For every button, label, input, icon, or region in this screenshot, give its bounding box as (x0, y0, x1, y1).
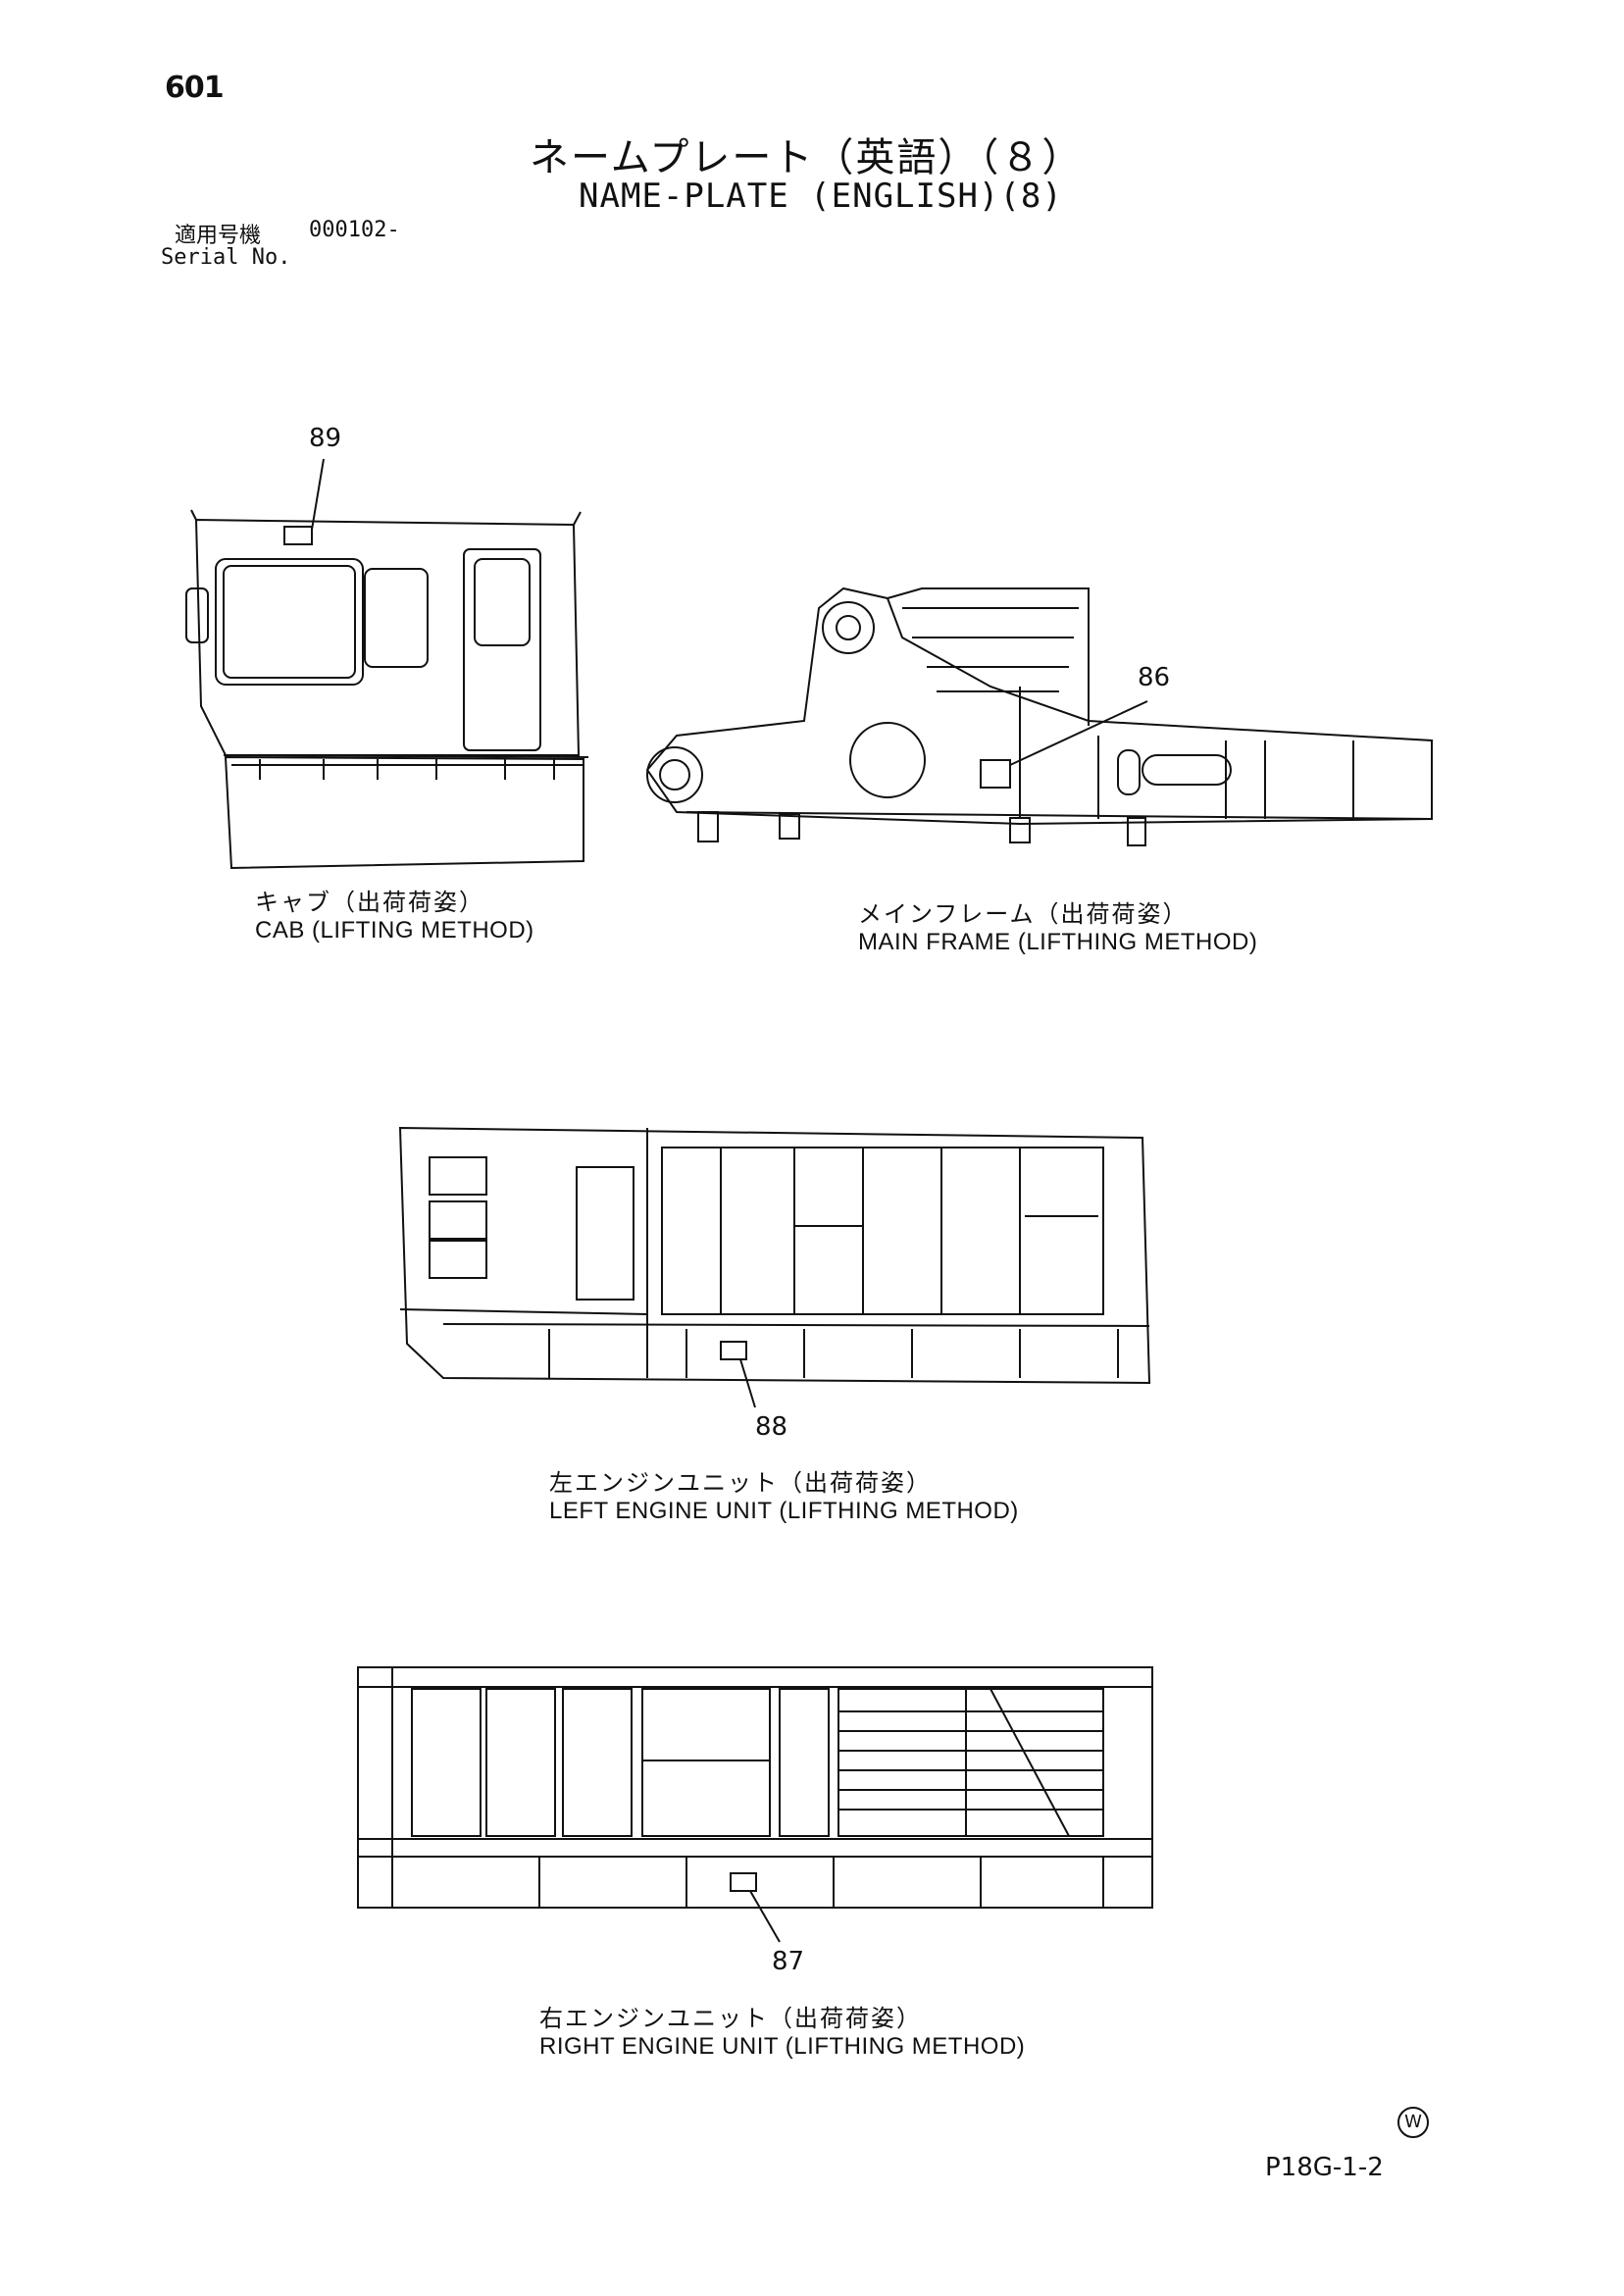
main-frame-drawing (647, 588, 1432, 845)
caption-right-engine-japanese: 右エンジンユニット（出荷荷姿） (539, 2005, 922, 2032)
page-number: 601 (165, 71, 225, 105)
main-frame-nameplate-86 (981, 760, 1010, 788)
caption-left-engine-japanese: 左エンジンユニット（出荷荷姿） (549, 1469, 932, 1497)
callout-left-engine: 88 (755, 1412, 788, 1442)
left-engine-nameplate-88 (721, 1342, 746, 1359)
serial-label-japanese: 適用号機 (175, 224, 262, 248)
document-code: P18G-1-2 (1265, 2153, 1384, 2182)
cab-nameplate-89 (284, 527, 312, 544)
caption-cab-english: CAB (LIFTING METHOD) (255, 917, 534, 944)
caption-main-frame-english: MAIN FRAME (LIFTHING METHOD) (858, 929, 1258, 955)
callout-main-frame: 86 (1138, 663, 1171, 692)
callout-cab: 89 (309, 424, 342, 453)
left-engine-unit-drawing (400, 1128, 1149, 1407)
serial-label-english: Serial No. (161, 245, 291, 270)
right-engine-nameplate-87 (731, 1873, 756, 1891)
callout-right-engine: 87 (772, 1947, 805, 1976)
page-title-english: NAME-PLATE (ENGLISH)(8) (579, 177, 1063, 216)
caption-cab-japanese: キャブ（出荷荷姿） (255, 889, 484, 916)
page-title-japanese: ネームプレート（英語）（８） (530, 135, 1084, 180)
caption-left-engine-english: LEFT ENGINE UNIT (LIFTHING METHOD) (549, 1498, 1019, 1524)
right-engine-unit-drawing (358, 1667, 1152, 1942)
w-circle-mark: W (1397, 2107, 1429, 2138)
serial-value: 000102- (309, 218, 400, 242)
caption-right-engine-english: RIGHT ENGINE UNIT (LIFTHING METHOD) (539, 2033, 1026, 2060)
cab-drawing (186, 459, 588, 868)
caption-main-frame-japanese: メインフレーム（出荷荷姿） (858, 900, 1189, 928)
